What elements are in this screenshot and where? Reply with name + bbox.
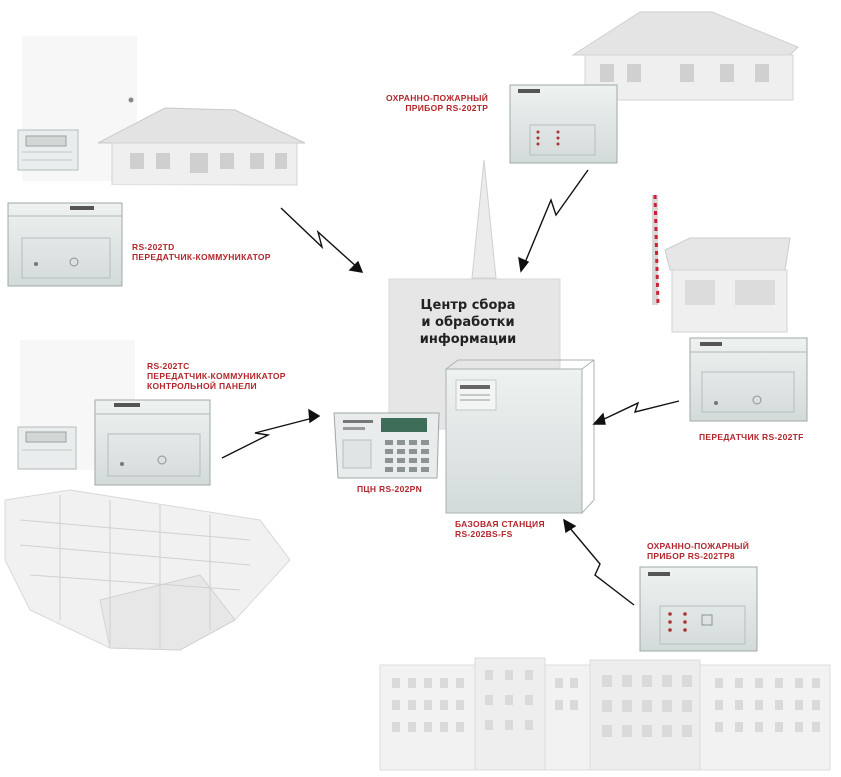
campus-building-icon (4, 489, 291, 651)
cottage-icon (571, 11, 799, 101)
label-rs202tc-model: RS-202TC (147, 361, 190, 371)
label-rs202bs-type: БАЗОВАЯ СТАНЦИЯ (455, 519, 545, 529)
house-icon (17, 36, 306, 203)
label-rs202tp8-line-2: ПРИБОР RS-202TP8 (647, 551, 735, 561)
label-rs202td-model: RS-202TD (132, 242, 175, 252)
center-title-line-2: и обработки (421, 315, 515, 330)
antenna-icon (471, 159, 497, 279)
radio-link-icon-tf (592, 400, 680, 425)
base-station-device-icon (445, 359, 595, 514)
keypad-icon (333, 412, 440, 479)
device-box-icon-rs202td (7, 202, 123, 287)
device-box-icon-rs202tp (509, 84, 618, 164)
device-box-icon-rs202tf (689, 337, 808, 422)
label-rs202tp-line-1: ОХРАННО-ПОЖАРНЫЙ (386, 93, 489, 103)
apartment-block-icon (379, 657, 831, 771)
radio-link-icon-tp (518, 169, 589, 273)
device-box-icon-rs202tp8 (639, 566, 758, 652)
label-rs202tf: ПЕРЕДАТЧИК RS-202TF (699, 432, 804, 442)
label-rs202td: RS-202TD ПЕРЕДАТЧИК-КОММУНИКАТОР (132, 242, 271, 262)
label-rs202td-type: ПЕРЕДАТЧИК-КОММУНИКАТОР (132, 252, 271, 262)
label-rs202tp8: ОХРАННО-ПОЖАРНЫЙ ПРИБОР RS-202TP8 (647, 541, 749, 561)
label-rs202tp: ОХРАННО-ПОЖАРНЫЙ ПРИБОР RS-202TP (386, 93, 488, 113)
label-rs202tc-sub: КОНТРОЛЬНОЙ ПАНЕЛИ (147, 381, 257, 391)
label-rs202tc: RS-202TC ПЕРЕДАТЧИК-КОММУНИКАТОР КОНТРОЛ… (147, 361, 286, 391)
label-rs202tp-line-2: ПРИБОР RS-202TP (405, 103, 489, 113)
label-rs202bs-model: RS-202BS-FS (455, 529, 513, 539)
center-title-line-1: Центр сбора (420, 298, 516, 313)
label-rs202pn: ПЦН RS-202PN (357, 484, 423, 494)
center-title-line-3: информации (419, 332, 517, 347)
radio-link-icon-tc (221, 408, 321, 459)
label-rs202bs: БАЗОВАЯ СТАНЦИЯ RS-202BS-FS (455, 519, 545, 539)
center-title: Центр сбора и обработки информации (398, 297, 538, 348)
device-box-icon-rs202tc (94, 399, 211, 486)
checkpoint-booth-icon (652, 194, 791, 333)
radio-link-icon-tp8 (563, 518, 635, 606)
radio-link-icon-td (280, 207, 364, 273)
label-rs202tc-type: ПЕРЕДАТЧИК-КОММУНИКАТОР (147, 371, 286, 381)
label-rs202tp8-line-1: ОХРАННО-ПОЖАРНЫЙ (647, 541, 750, 551)
